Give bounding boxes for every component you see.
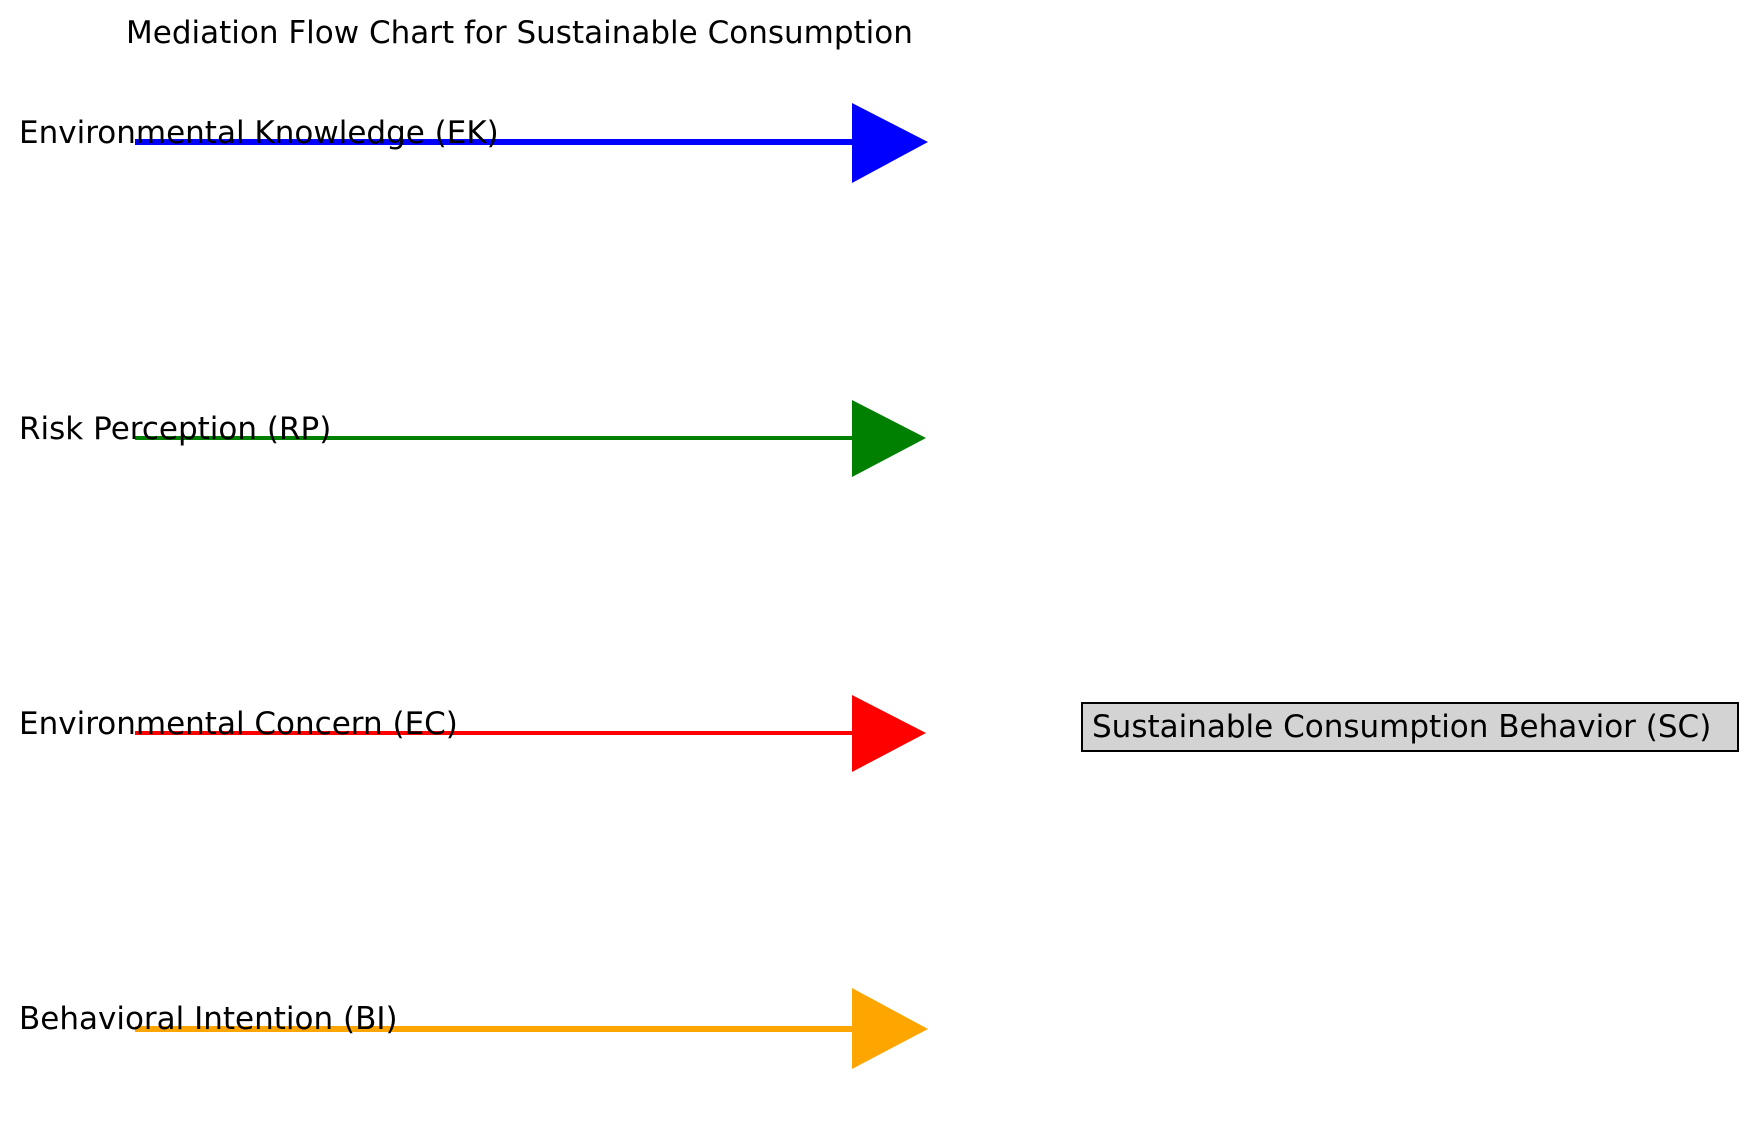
predictor-label-ek: Environmental Knowledge (EK)	[19, 115, 499, 151]
arrow-head-ec	[852, 695, 926, 772]
outcome-box: Sustainable Consumption Behavior (SC)	[1081, 702, 1739, 752]
arrow-head-rp	[852, 400, 926, 477]
predictor-label-ec: Environmental Concern (EC)	[19, 706, 458, 742]
predictor-label-rp: Risk Perception (RP)	[19, 411, 332, 447]
chart-title: Mediation Flow Chart for Sustainable Con…	[126, 15, 913, 51]
arrow-head-bi	[852, 988, 928, 1069]
arrow-head-ek	[852, 103, 928, 183]
predictor-label-bi: Behavioral Intention (BI)	[19, 1001, 398, 1037]
